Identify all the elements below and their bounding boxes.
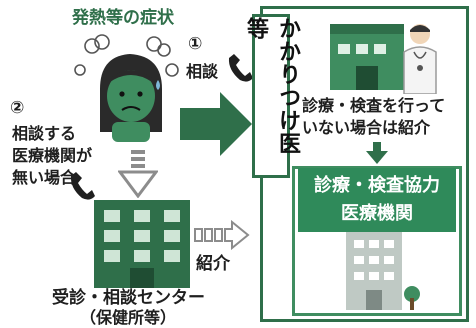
step1-number: ①	[188, 34, 203, 54]
arrow-down-to-center	[118, 150, 158, 198]
step2-line-2: 医療機関が	[12, 146, 93, 165]
clinic-building-icon	[330, 24, 404, 90]
referral-note-line-2: いない場合は紹介	[302, 118, 431, 137]
hospital-building-icon	[346, 232, 420, 310]
arrow-down-to-coop	[366, 142, 388, 164]
center-name: 受診・相談センター	[52, 288, 205, 308]
phone-icon	[228, 54, 253, 82]
referral-note-line-1: 診療・検査を行って	[302, 96, 446, 115]
symptom-title: 発熱等の症状	[72, 8, 174, 28]
coop-institution-line-2: 医療機関	[341, 203, 413, 224]
center-note: （保健所等）	[80, 308, 177, 327]
fever-puff-icon	[74, 34, 179, 77]
phone-icon	[70, 172, 95, 200]
arrow-to-family-doctor	[180, 92, 252, 156]
step2-number: ②	[10, 98, 25, 118]
family-doctor-label: かかりつけ医等	[243, 14, 300, 178]
arrow-referral	[194, 220, 250, 250]
coop-institution-line-1: 診療・検査協力	[314, 175, 440, 196]
step2-line-1: 相談する	[12, 124, 77, 143]
coop-institution-title: 診療・検査協力 医療機関	[298, 168, 456, 232]
sick-person-illustration	[74, 34, 179, 142]
health-center-building-icon	[94, 200, 190, 288]
step2-line-3: 無い場合	[12, 168, 77, 187]
referral-label: 紹介	[196, 254, 230, 274]
doctor-icon	[403, 24, 437, 94]
step1-label: 相談	[186, 62, 219, 81]
